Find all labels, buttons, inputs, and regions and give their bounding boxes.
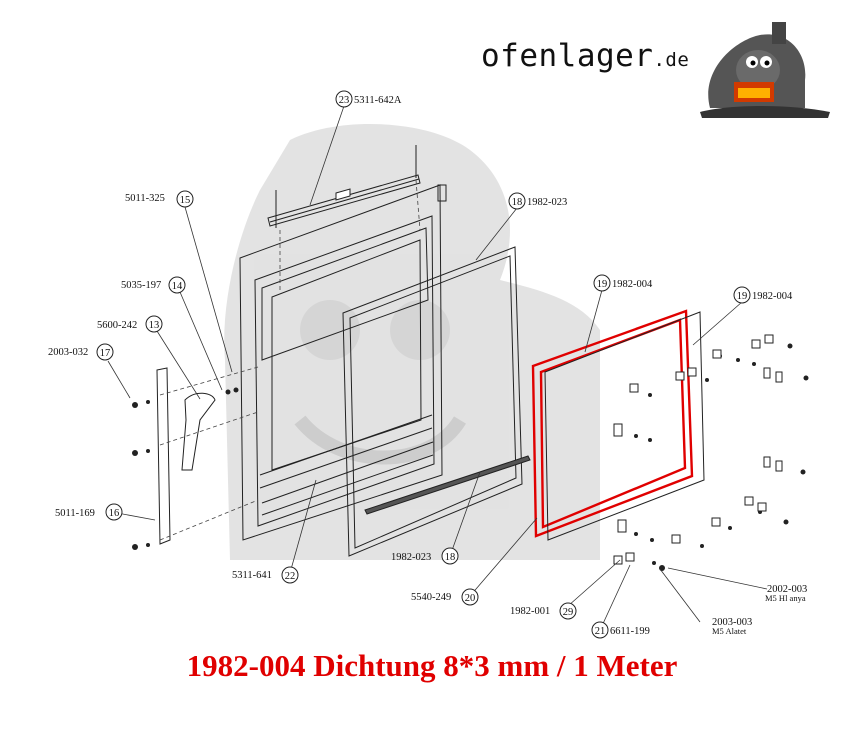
assembly-lines <box>159 179 421 541</box>
callout-13: 5600-242 13 <box>97 315 163 333</box>
svg-text:13: 13 <box>149 320 160 331</box>
callout-17: 2003-032 17 <box>48 343 114 361</box>
callout-16: 5011-169 16 <box>55 503 123 521</box>
gasket-outer <box>531 309 694 538</box>
svg-text:1982-004: 1982-004 <box>612 279 653 290</box>
callout-15: 5011-325 15 <box>125 190 194 208</box>
screws-and-clips <box>132 343 809 571</box>
svg-text:23: 23 <box>339 95 350 106</box>
callout-14: 5035-197 14 <box>121 276 186 294</box>
callout-18-bottom: 1982-023 18 <box>391 547 459 565</box>
callout-2003-003: 2003-003 M5 Alatet <box>712 617 752 636</box>
handle-part <box>156 367 216 545</box>
callout-23: 23 5311-642A <box>335 90 402 108</box>
svg-text:20: 20 <box>465 593 476 604</box>
svg-text:18: 18 <box>445 552 456 563</box>
svg-text:5540-249: 5540-249 <box>411 592 451 603</box>
brand-logo-text: ofenlager.de <box>481 38 689 74</box>
svg-text:5035-197: 5035-197 <box>121 280 161 291</box>
callout-19-right: 19 1982-004 <box>733 286 793 304</box>
svg-text:5311-642A: 5311-642A <box>354 95 402 106</box>
clip-brackets <box>613 334 783 565</box>
brand-name: ofenlager <box>481 38 654 74</box>
brand-tld: .de <box>653 49 690 71</box>
svg-text:22: 22 <box>285 571 296 582</box>
svg-text:1982-023: 1982-023 <box>391 552 431 563</box>
svg-text:18: 18 <box>512 197 523 208</box>
svg-text:M5 Hl anya: M5 Hl anya <box>765 593 806 603</box>
mascot-watermark <box>224 123 601 561</box>
svg-text:2002-003: 2002-003 <box>767 584 807 595</box>
product-caption: 1982-004 Dichtung 8*3 mm / 1 Meter <box>186 648 678 683</box>
svg-text:6611-199: 6611-199 <box>610 626 650 637</box>
callout-21: 21 6611-199 <box>591 621 650 639</box>
svg-text:5011-325: 5011-325 <box>125 193 165 204</box>
callout-29: 1982-001 29 <box>510 602 577 620</box>
callout-2002-003: 2002-003 M5 Hl anya <box>765 584 807 603</box>
svg-text:5600-242: 5600-242 <box>97 320 137 331</box>
svg-text:1982-004: 1982-004 <box>752 291 793 302</box>
glass-pane-part <box>342 246 523 557</box>
svg-text:5011-169: 5011-169 <box>55 508 95 519</box>
svg-text:14: 14 <box>172 281 183 292</box>
svg-text:15: 15 <box>180 195 191 206</box>
svg-text:17: 17 <box>100 348 111 359</box>
svg-text:1982-023: 1982-023 <box>527 197 567 208</box>
callout-19-left: 19 1982-004 <box>593 274 653 292</box>
logo-mascot-icon <box>700 22 830 118</box>
svg-text:16: 16 <box>109 508 120 519</box>
bottom-rail-part <box>364 455 531 515</box>
svg-text:2003-003: 2003-003 <box>712 617 752 628</box>
callout-18-top: 18 1982-023 <box>508 192 567 210</box>
svg-text:2003-032: 2003-032 <box>48 347 88 358</box>
svg-text:1982-001: 1982-001 <box>510 606 550 617</box>
svg-text:21: 21 <box>595 626 606 637</box>
callout-22: 5311-641 22 <box>232 566 299 584</box>
callout-20: 5540-249 20 <box>411 588 479 606</box>
svg-text:5311-641: 5311-641 <box>232 570 272 581</box>
svg-text:19: 19 <box>737 291 748 302</box>
leader-lines <box>107 105 768 629</box>
svg-text:19: 19 <box>597 279 608 290</box>
svg-text:M5 Alatet: M5 Alatet <box>712 626 747 636</box>
rear-plate-part <box>544 311 705 541</box>
svg-text:29: 29 <box>563 607 574 618</box>
top-strip-part <box>267 145 447 228</box>
